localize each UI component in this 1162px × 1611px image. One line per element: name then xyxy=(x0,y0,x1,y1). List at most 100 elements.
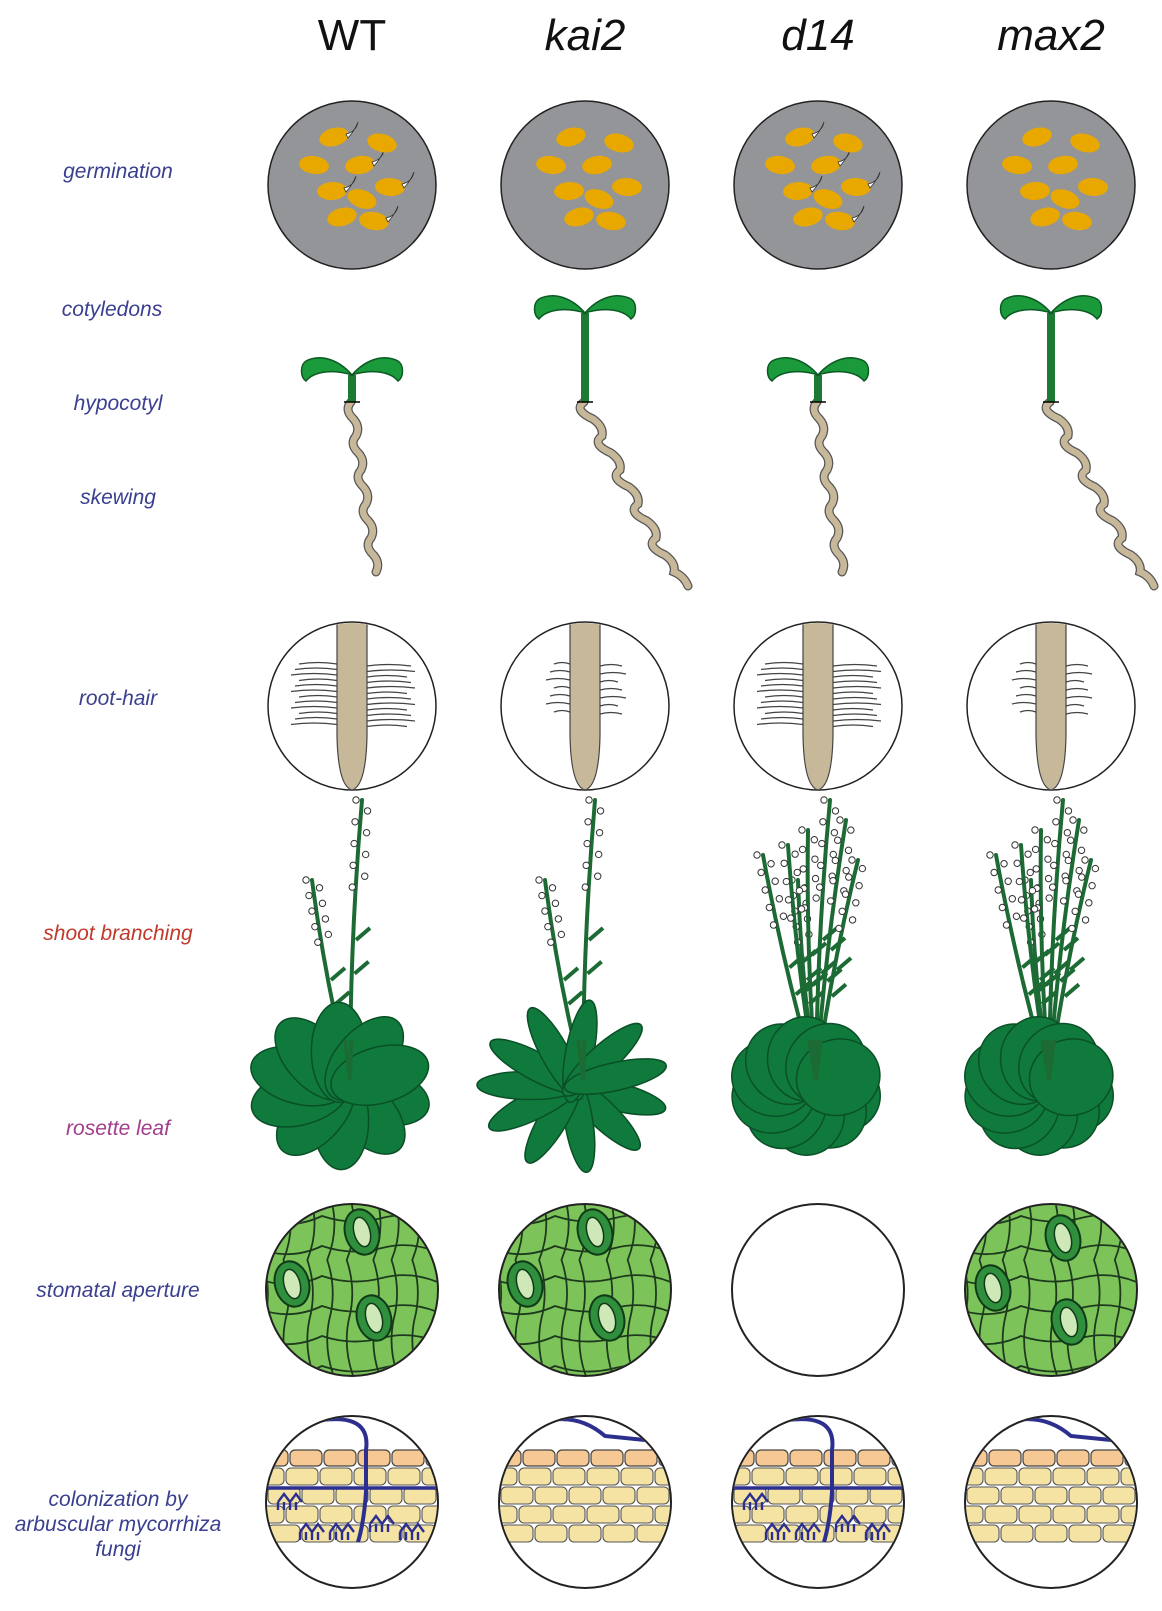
am-fungi-panel-max2 xyxy=(951,1412,1162,1588)
flower-bud xyxy=(312,923,318,929)
flower-bud xyxy=(830,851,836,857)
cortex-cell xyxy=(438,1525,470,1542)
rosette xyxy=(723,1007,888,1165)
flower-bud xyxy=(1053,819,1059,825)
cortex-cell xyxy=(820,1468,852,1485)
cortex-cell xyxy=(587,1468,619,1485)
flower-bud xyxy=(1032,846,1038,852)
flower-bud xyxy=(830,877,836,883)
root-tip xyxy=(1036,616,1066,790)
cauline-leaf xyxy=(1070,958,1084,970)
rosette xyxy=(477,998,669,1175)
cortex-cell xyxy=(1121,1468,1153,1485)
cotyledon-left xyxy=(768,358,819,381)
flower-bud xyxy=(1069,925,1075,931)
flower-bud xyxy=(1033,866,1039,872)
flower-bud xyxy=(364,808,370,814)
cortex-cell xyxy=(553,1468,585,1485)
flower-bud xyxy=(845,847,851,853)
flower-bud xyxy=(1049,884,1055,890)
row-label-shoot-branching: shoot branching xyxy=(43,922,193,945)
cortex-cell xyxy=(422,1468,454,1485)
cortex-cell xyxy=(1001,1525,1033,1542)
rosette xyxy=(245,1002,436,1170)
flower-bud xyxy=(325,931,331,937)
flower-bud xyxy=(1025,851,1031,857)
cauline-leaf xyxy=(589,928,603,940)
flower-bud xyxy=(1032,827,1038,833)
flower-bud xyxy=(859,865,865,871)
flower-bud xyxy=(772,878,778,884)
epidermis-cell xyxy=(426,1450,458,1466)
cauline-leaf xyxy=(356,928,370,940)
cauline-leaf xyxy=(588,962,602,974)
flower-bud xyxy=(991,869,997,875)
rosette xyxy=(956,1007,1121,1165)
flower-bud xyxy=(352,819,358,825)
flower-bud xyxy=(1018,897,1024,903)
cortex-cell xyxy=(1137,1525,1162,1542)
cortex-cell xyxy=(603,1525,635,1542)
flower-bud xyxy=(362,851,368,857)
cortex-cell xyxy=(786,1468,818,1485)
flower-bud xyxy=(849,917,855,923)
flower-bud xyxy=(836,925,842,931)
cortex-cell xyxy=(621,1506,653,1523)
cauline-leaf xyxy=(832,984,846,996)
cortex-cell xyxy=(354,1468,386,1485)
cortex-cell xyxy=(1069,1525,1101,1542)
flower-bud xyxy=(1067,837,1073,843)
cauline-leaf xyxy=(1065,984,1079,996)
flower-bud xyxy=(363,829,369,835)
flower-bud xyxy=(1072,908,1078,914)
cortex-cell xyxy=(1053,1506,1085,1523)
epidermis-cell xyxy=(557,1450,589,1466)
cortex-cell xyxy=(1019,1506,1051,1523)
adult-plant-d14 xyxy=(723,797,888,1165)
root-hair-panel-d14 xyxy=(734,616,902,790)
flower-bud xyxy=(1044,837,1050,843)
flower-bud xyxy=(1031,906,1037,912)
flower-bud xyxy=(315,939,321,945)
flower-bud xyxy=(846,874,852,880)
epidermis-cell xyxy=(659,1450,691,1466)
cortex-cell xyxy=(1087,1468,1119,1485)
am-fungi-panel-wt xyxy=(252,1412,470,1588)
flower-bud xyxy=(1005,878,1011,884)
cortex-cell xyxy=(820,1506,852,1523)
epidermis-cell xyxy=(790,1450,822,1466)
cortex-cell xyxy=(438,1487,470,1504)
flower-bud xyxy=(1014,860,1020,866)
flower-bud xyxy=(1001,861,1007,867)
root-hair-panel-wt xyxy=(268,616,436,790)
epidermis-cell xyxy=(523,1450,555,1466)
cortex-cell xyxy=(569,1487,601,1504)
epidermis-cell xyxy=(591,1450,623,1466)
stomata-panel-max2 xyxy=(961,1200,1146,1380)
seedling-d14 xyxy=(768,358,869,572)
flower-bud xyxy=(785,897,791,903)
flower-bud xyxy=(1065,808,1071,814)
flower-bud xyxy=(812,875,818,881)
cauline-leaf xyxy=(564,968,578,980)
flower-bud xyxy=(798,906,804,912)
epidermis-cell xyxy=(489,1450,521,1466)
row-label-colonization-line1: colonization by xyxy=(49,1488,189,1511)
flower-bud xyxy=(754,852,760,858)
flower-bud xyxy=(783,878,789,884)
empty-panel-circle xyxy=(732,1204,904,1376)
primary-root xyxy=(814,402,844,572)
flower-bud xyxy=(839,908,845,914)
flower-bud xyxy=(351,840,357,846)
seedling-kai2 xyxy=(535,296,689,586)
flower-bud xyxy=(552,900,558,906)
flower-bud xyxy=(595,873,601,879)
am-fungi-panel-d14 xyxy=(718,1412,936,1588)
cortex-cell xyxy=(354,1506,386,1523)
flower-bud xyxy=(999,904,1005,910)
row-label-hypocotyl: hypocotyl xyxy=(74,392,164,415)
petri-dish xyxy=(268,101,436,269)
flower-bud xyxy=(1012,842,1018,848)
cortex-cell xyxy=(587,1506,619,1523)
